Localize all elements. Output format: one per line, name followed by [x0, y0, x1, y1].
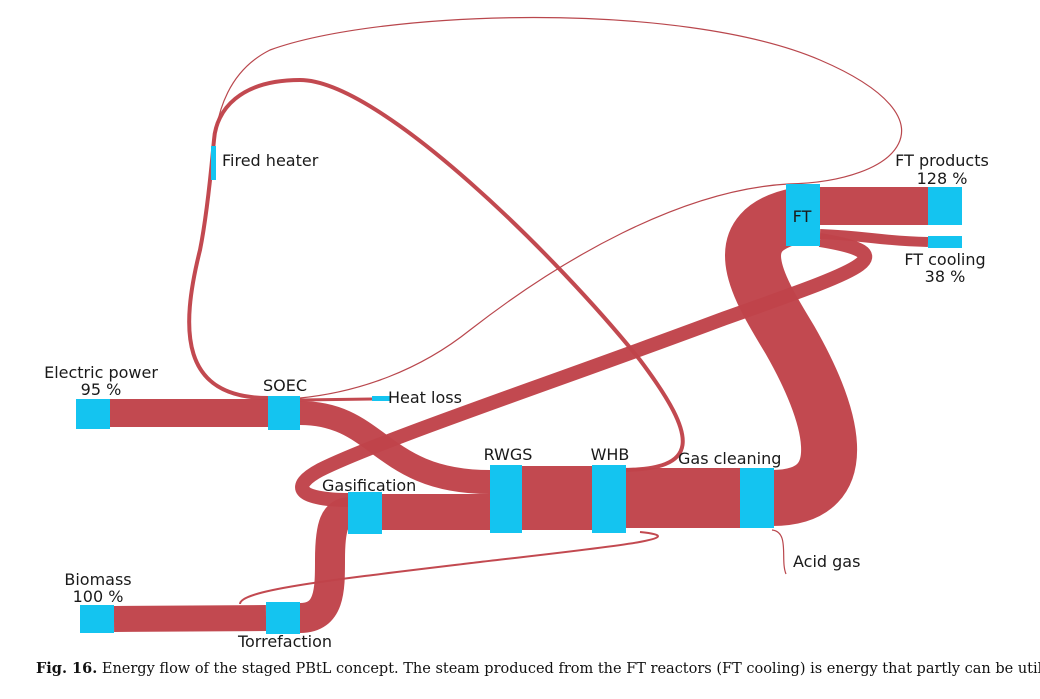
label-ft-cooling: FT cooling: [904, 250, 985, 269]
label-electric-power: Electric power: [44, 363, 158, 382]
value-ft-cooling: 38 %: [925, 267, 966, 286]
node-electric-power: [76, 399, 110, 429]
label-gas-cleaning: Gas cleaning: [678, 449, 781, 468]
flow-biomass-to-torrefaction: [113, 605, 267, 632]
value-electric-power: 95 %: [81, 380, 122, 399]
node-biomass: [80, 605, 114, 633]
node-whb: [592, 465, 626, 533]
figure-label: Fig. 16.: [36, 660, 98, 677]
flow-ft-to-cooling: [819, 229, 929, 247]
flow-ft-recycle-to-gasification: [295, 233, 873, 507]
value-biomass: 100 %: [73, 587, 124, 606]
label-fired-heater: Fired heater: [222, 151, 319, 170]
label-heat-loss: Heat loss: [388, 388, 462, 407]
node-labels: Electric power 95 % SOEC Fired heater He…: [44, 151, 989, 651]
node-ft: [786, 184, 820, 246]
flow-torrefaction-to-gasification: [298, 497, 352, 633]
flow-gascleaning-to-ft: [725, 187, 858, 526]
node-gasification: [348, 492, 382, 534]
flow-torrefaction-return-loop: [239, 531, 659, 605]
flow-soec-to-heatloss: [299, 397, 373, 402]
node-fired-heater: [211, 146, 216, 180]
node-ft-cooling: [928, 236, 962, 248]
node-gas-cleaning: [740, 468, 774, 528]
label-whb: WHB: [591, 445, 630, 464]
label-biomass: Biomass: [64, 570, 131, 589]
label-rwgs: RWGS: [484, 445, 533, 464]
figure-caption-text: Energy flow of the staged PBtL concept. …: [101, 661, 1040, 677]
label-ft-products: FT products: [895, 151, 989, 170]
label-acid-gas: Acid gas: [793, 552, 860, 571]
node-heat-loss: [372, 396, 390, 401]
value-ft-products: 128 %: [917, 169, 968, 188]
figure-caption: Fig. 16. Energy flow of the staged PBtL …: [36, 660, 1040, 677]
node-rwgs: [490, 465, 522, 533]
node-soec: [268, 396, 300, 430]
label-ft: FT: [793, 207, 812, 226]
flow-fired-heater-loop: [187, 77, 685, 472]
label-soec: SOEC: [263, 376, 307, 395]
flow-links: [110, 16, 929, 633]
flow-ft-to-soec-thin: [299, 183, 789, 399]
node-torrefaction: [266, 602, 300, 634]
node-ft-products: [928, 187, 962, 225]
flow-to-acid-gas: [771, 529, 787, 575]
sankey-diagram: Electric power 95 % SOEC Fired heater He…: [44, 16, 989, 651]
node-bars: [76, 146, 962, 634]
flow-ft-outer-loop: [213, 16, 903, 185]
label-torrefaction: Torrefaction: [237, 632, 332, 651]
label-gasification: Gasification: [322, 476, 416, 495]
